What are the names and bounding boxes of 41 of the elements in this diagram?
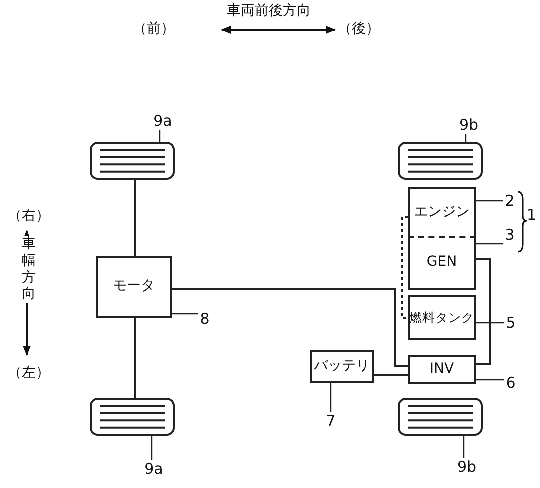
component-box: モータ xyxy=(96,256,172,318)
direction-label: 車両前後方向 xyxy=(227,2,311,20)
direction-label: （前） xyxy=(133,20,175,38)
component-box: エンジン xyxy=(408,187,476,238)
connector-line xyxy=(172,288,408,367)
callout-number: 8 xyxy=(198,310,212,328)
callout-number: 1 xyxy=(527,206,537,224)
wheel-drawing xyxy=(398,398,483,436)
leader-line xyxy=(159,130,161,142)
dashed-connector xyxy=(401,216,408,319)
leader-line xyxy=(476,379,504,381)
callout-number: 7 xyxy=(324,412,338,430)
wheel-drawing xyxy=(398,142,483,180)
callout-number: 3 xyxy=(503,226,517,244)
connector-line xyxy=(134,318,136,398)
component-box: INV xyxy=(408,355,476,384)
wheel-drawing xyxy=(90,398,175,436)
callout-number: 9a xyxy=(152,112,174,130)
direction-label: （左） xyxy=(8,364,50,382)
direction-label: （右） xyxy=(8,207,50,225)
leader-line xyxy=(330,383,332,412)
component-box: GEN xyxy=(408,238,476,290)
callout-number: 2 xyxy=(503,192,517,210)
leader-line xyxy=(476,243,503,245)
connector-line xyxy=(134,180,136,256)
connector-line xyxy=(476,258,491,365)
direction-label: （後） xyxy=(338,20,380,38)
direction-label: 車幅方向 xyxy=(22,236,37,304)
callout-number: 9a xyxy=(143,460,165,478)
connector-line xyxy=(374,374,408,376)
component-box: バッテリ xyxy=(310,350,374,383)
leader-line xyxy=(476,322,504,324)
callout-number: 9b xyxy=(458,116,480,134)
leader-line xyxy=(463,436,465,458)
callout-number: 9b xyxy=(456,458,478,476)
leader-line xyxy=(476,200,503,202)
leader-line xyxy=(151,436,153,460)
leader-line xyxy=(172,313,198,315)
callout-number: 5 xyxy=(504,314,518,332)
callout-number: 6 xyxy=(504,374,518,392)
wheel-drawing xyxy=(90,142,175,180)
